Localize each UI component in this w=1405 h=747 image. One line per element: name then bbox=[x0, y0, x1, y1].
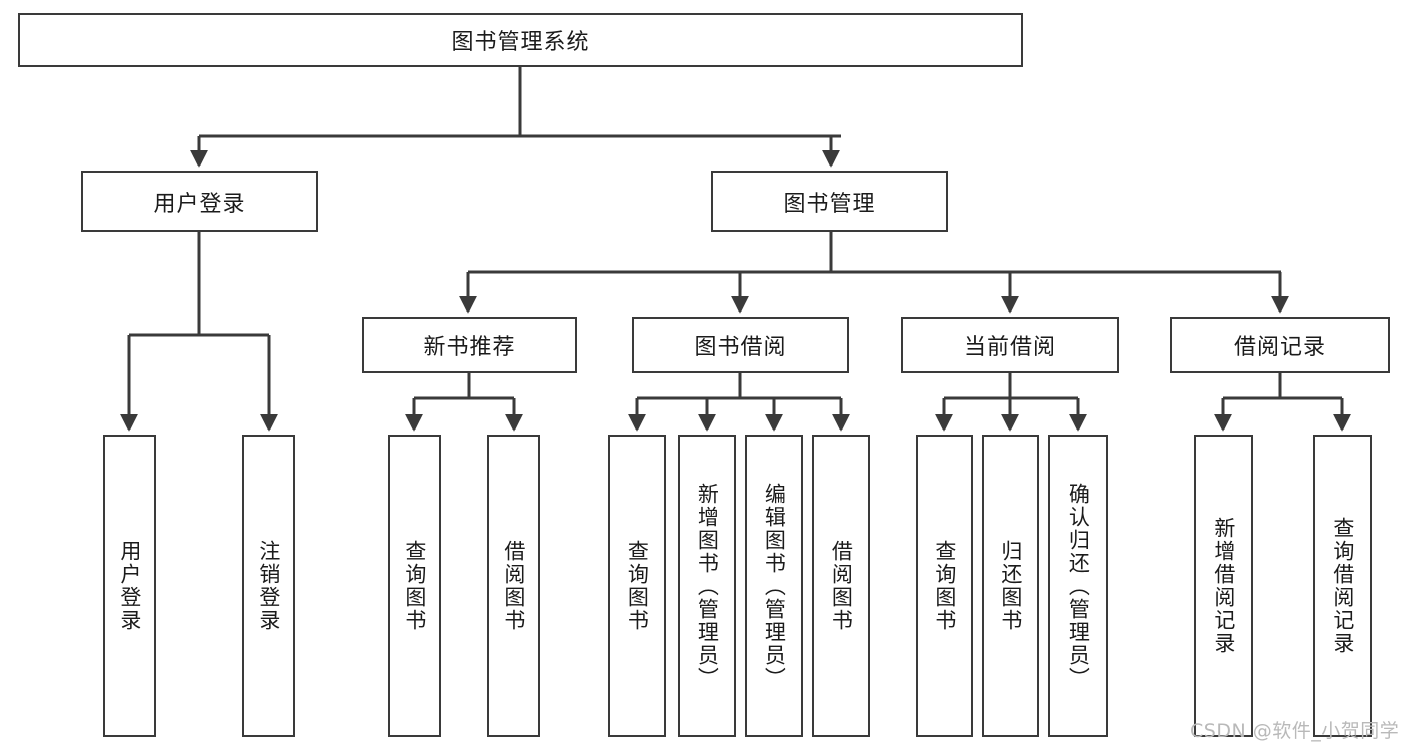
node-leaf-user-logout[interactable]: 注销登录 bbox=[242, 435, 295, 737]
csdn-watermark: CSDN @软件_小贺同学 bbox=[1190, 720, 1400, 742]
node-new-book-rec[interactable]: 新书推荐 bbox=[362, 317, 577, 373]
node-leaf-confirm-return-label: 确认归还（管理员） bbox=[1066, 482, 1091, 690]
node-leaf-query-book-3[interactable]: 查询图书 bbox=[916, 435, 973, 737]
node-current-borrow-label: 当前借阅 bbox=[963, 335, 1056, 360]
node-leaf-edit-book-label: 编辑图书（管理员） bbox=[762, 482, 787, 690]
node-borrow-record-label: 借阅记录 bbox=[1233, 335, 1326, 360]
node-leaf-query-book-1[interactable]: 查询图书 bbox=[388, 435, 441, 737]
node-new-book-rec-label: 新书推荐 bbox=[423, 335, 516, 360]
node-leaf-query-book-2-label: 查询图书 bbox=[625, 540, 650, 632]
node-leaf-query-book-3-label: 查询图书 bbox=[932, 540, 957, 632]
node-leaf-query-record-label: 查询借阅记录 bbox=[1330, 517, 1355, 655]
node-book-manage-label: 图书管理 bbox=[783, 191, 876, 217]
node-current-borrow[interactable]: 当前借阅 bbox=[901, 317, 1119, 373]
node-leaf-confirm-return[interactable]: 确认归还（管理员） bbox=[1048, 435, 1108, 737]
node-leaf-add-book[interactable]: 新增图书（管理员） bbox=[678, 435, 736, 737]
node-leaf-edit-book[interactable]: 编辑图书（管理员） bbox=[745, 435, 803, 737]
node-leaf-query-book-1-label: 查询图书 bbox=[402, 540, 427, 632]
node-leaf-user-login[interactable]: 用户登录 bbox=[103, 435, 156, 737]
node-root-system[interactable]: 图书管理系统 bbox=[18, 13, 1023, 67]
node-leaf-borrow-book-1[interactable]: 借阅图书 bbox=[487, 435, 540, 737]
node-borrow-record[interactable]: 借阅记录 bbox=[1170, 317, 1390, 373]
node-book-borrow-label: 图书借阅 bbox=[694, 335, 787, 360]
node-root-label: 图书管理系统 bbox=[451, 30, 590, 55]
node-leaf-add-book-label: 新增图书（管理员） bbox=[695, 482, 720, 690]
node-book-manage[interactable]: 图书管理 bbox=[711, 171, 948, 232]
node-leaf-add-record[interactable]: 新增借阅记录 bbox=[1194, 435, 1253, 737]
node-leaf-user-login-label: 用户登录 bbox=[117, 540, 142, 632]
node-leaf-return-book-label: 归还图书 bbox=[998, 540, 1023, 632]
node-leaf-user-logout-label: 注销登录 bbox=[256, 540, 281, 632]
node-leaf-add-record-label: 新增借阅记录 bbox=[1211, 517, 1236, 655]
node-leaf-return-book[interactable]: 归还图书 bbox=[982, 435, 1039, 737]
node-leaf-borrow-book-1-label: 借阅图书 bbox=[501, 540, 526, 632]
node-leaf-borrow-book-2-label: 借阅图书 bbox=[829, 540, 854, 632]
node-leaf-borrow-book-2[interactable]: 借阅图书 bbox=[812, 435, 870, 737]
node-user-login-label: 用户登录 bbox=[153, 191, 246, 217]
node-user-login[interactable]: 用户登录 bbox=[81, 171, 318, 232]
node-leaf-query-record[interactable]: 查询借阅记录 bbox=[1313, 435, 1372, 737]
node-book-borrow[interactable]: 图书借阅 bbox=[632, 317, 849, 373]
node-leaf-query-book-2[interactable]: 查询图书 bbox=[608, 435, 666, 737]
